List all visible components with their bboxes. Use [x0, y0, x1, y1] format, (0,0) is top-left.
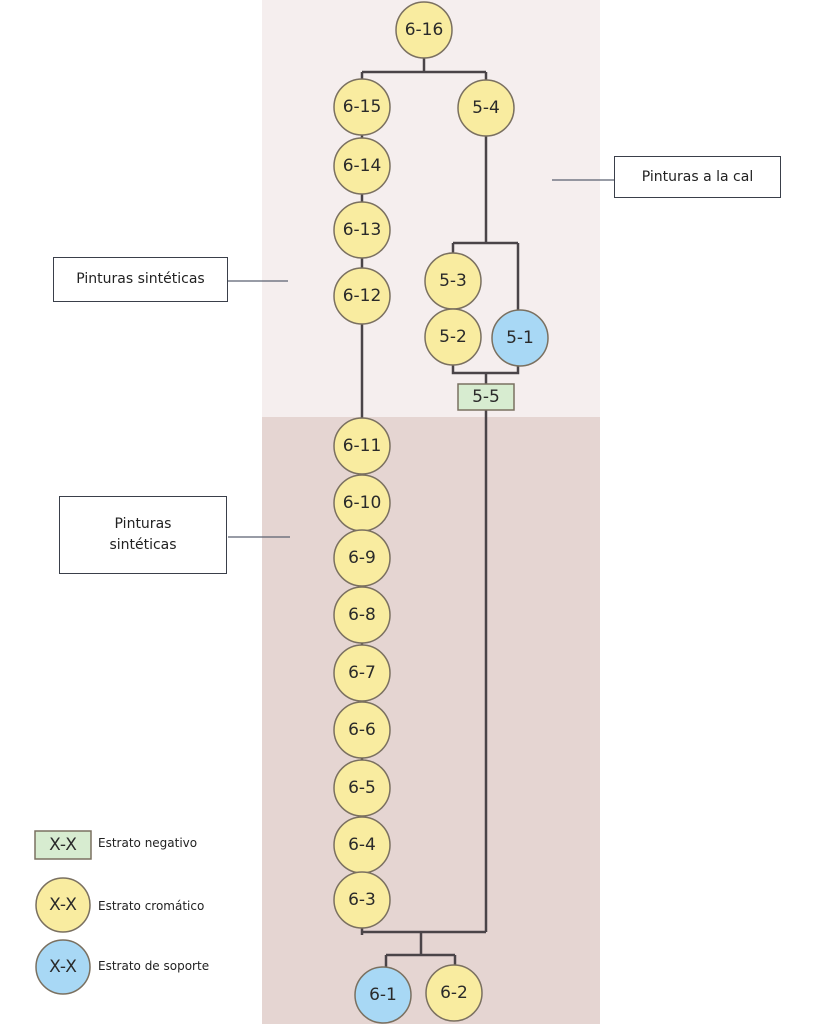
node-6-10: 6-10 — [333, 474, 391, 532]
chromatic-stratum-circle — [35, 877, 91, 933]
support-stratum-circle — [35, 939, 91, 995]
node-6-15: 6-15 — [333, 78, 391, 136]
node-label: 5-2 — [439, 327, 467, 347]
node-layer: 6-16 6-15 5-4 6-14 6-13 6-12 5-3 5-2 5-1 5-5 6-11 6… — [333, 1, 549, 1024]
chromatic-stratum-circle — [457, 79, 515, 137]
chromatic-stratum-circle — [424, 308, 482, 366]
legend-text-support: Estrato de soporte — [98, 959, 210, 973]
node-6-4: 6-4 — [333, 816, 391, 874]
node-label: 6-7 — [348, 663, 376, 683]
edge-bottom-join — [362, 930, 486, 972]
node-5-1: 5-1 — [491, 309, 549, 367]
node-6-8: 6-8 — [333, 586, 391, 644]
node-label: 6-1 — [369, 985, 397, 1005]
node-label: 6-16 — [405, 20, 444, 40]
node-5-4: 5-4 — [457, 79, 515, 137]
chromatic-stratum-circle — [333, 78, 391, 136]
node-label: 6-15 — [343, 97, 382, 117]
node-label: 6-12 — [343, 286, 382, 306]
chromatic-stratum-circle — [333, 137, 391, 195]
edge-6-16-split — [360, 48, 488, 88]
node-5-5: 5-5 — [457, 383, 515, 411]
support-stratum-circle — [354, 966, 412, 1024]
chromatic-stratum-circle — [333, 759, 391, 817]
node-6-5: 6-5 — [333, 759, 391, 817]
chromatic-stratum-circle — [395, 1, 453, 59]
chromatic-stratum-circle — [333, 201, 391, 259]
chromatic-stratum-circle — [333, 529, 391, 587]
legend-symbol-negative: X-X — [34, 830, 92, 860]
node-6-3: 6-3 — [333, 871, 391, 929]
chromatic-stratum-circle — [333, 417, 391, 475]
chromatic-stratum-circle — [333, 871, 391, 929]
node-label: 6-4 — [348, 835, 376, 855]
node-label: 6-8 — [348, 605, 376, 625]
chromatic-stratum-circle — [333, 586, 391, 644]
node-label: 6-10 — [343, 493, 382, 513]
connector-lines — [228, 48, 614, 972]
region-pinturas-sinteticas — [262, 417, 600, 1024]
legend-symbol-support: X-X — [35, 939, 91, 995]
node-6-16: 6-16 — [395, 1, 453, 59]
legend: X-X X-X X-X — [34, 830, 92, 995]
node-label: 6-9 — [348, 548, 376, 568]
negative-stratum-box — [457, 383, 515, 411]
node-6-2: 6-2 — [425, 964, 483, 1022]
node-label: 5-5 — [472, 387, 500, 407]
legend-text-negative: Estrato negativo — [98, 836, 198, 850]
support-stratum-circle — [491, 309, 549, 367]
legend-text-chromatic: Estrato cromático — [98, 899, 205, 913]
label-pinturas-a-la-cal: Pinturas a la cal — [614, 156, 781, 198]
node-label: 5-4 — [472, 98, 500, 118]
node-5-3: 5-3 — [424, 252, 482, 310]
node-label: 5-1 — [506, 328, 534, 348]
node-label: 6-6 — [348, 720, 376, 740]
negative-stratum-box — [34, 830, 92, 860]
chromatic-stratum-circle — [425, 964, 483, 1022]
node-6-1: 6-1 — [354, 966, 412, 1024]
node-6-9: 6-9 — [333, 529, 391, 587]
node-label: 6-2 — [440, 983, 468, 1003]
node-label: 6-14 — [343, 156, 382, 176]
node-label: X-X — [49, 895, 77, 915]
node-label: 6-5 — [348, 778, 376, 798]
node-6-13: 6-13 — [333, 201, 391, 259]
label-pinturas-sinteticas-upper: Pinturas sintéticas — [53, 257, 228, 302]
node-6-7: 6-7 — [333, 644, 391, 702]
node-label: X-X — [49, 835, 77, 855]
node-5-2: 5-2 — [424, 308, 482, 366]
chromatic-stratum-circle — [333, 644, 391, 702]
node-label: 6-11 — [343, 436, 382, 456]
node-6-14: 6-14 — [333, 137, 391, 195]
node-6-11: 6-11 — [333, 417, 391, 475]
chromatic-stratum-circle — [333, 267, 391, 325]
node-label: X-X — [49, 957, 77, 977]
node-6-6: 6-6 — [333, 701, 391, 759]
label-pinturas-sinteticas-lower: Pinturas sintéticas — [59, 496, 227, 574]
node-label: 6-13 — [343, 220, 382, 240]
chromatic-stratum-circle — [333, 701, 391, 759]
node-label: 5-3 — [439, 271, 467, 291]
node-label: 6-3 — [348, 890, 376, 910]
node-6-12: 6-12 — [333, 267, 391, 325]
legend-symbol-chromatic: X-X — [35, 877, 91, 933]
